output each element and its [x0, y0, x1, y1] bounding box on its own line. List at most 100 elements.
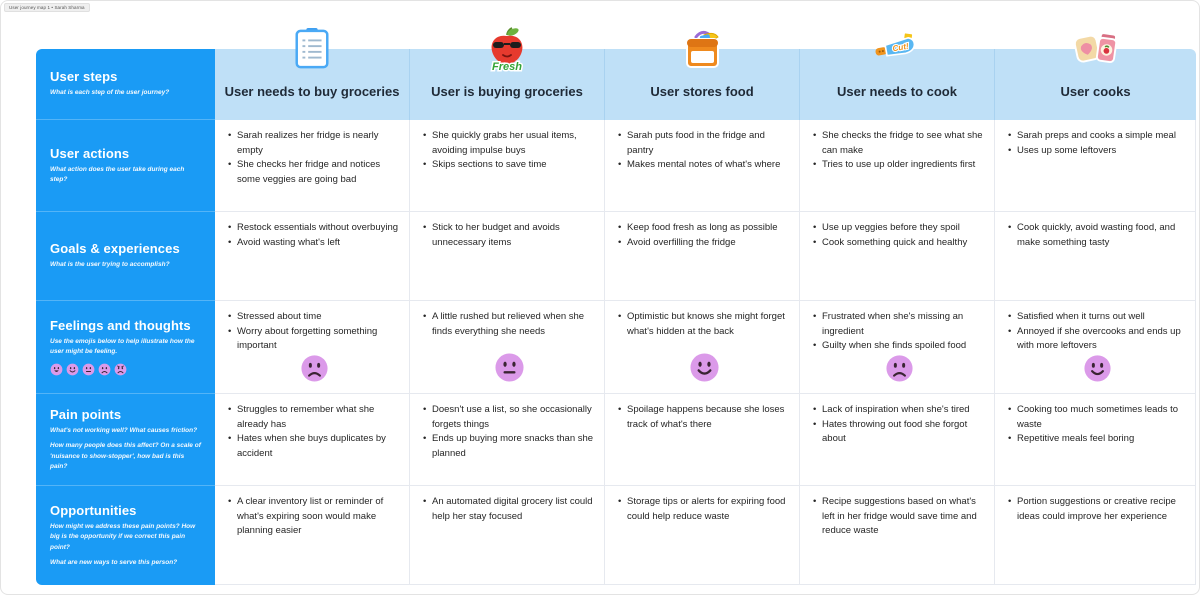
row-header-goals[interactable]: Goals & experiences What is the user try…: [36, 212, 215, 301]
mood-emoji-icon[interactable]: [494, 352, 525, 383]
bullet: Satisfied when it turns out well: [1007, 310, 1187, 325]
row-title: Feelings and thoughts: [50, 317, 191, 333]
row-subtitle: What's not working well? What causes fri…: [50, 427, 198, 435]
bullet: Guilty when she finds spoiled food: [812, 339, 986, 354]
mood-emoji-icon[interactable]: [689, 352, 720, 383]
grin-emoji-icon[interactable]: [50, 363, 63, 376]
cell-opps-5[interactable]: Portion suggestions or creative recipe i…: [995, 486, 1196, 585]
bullet: Sarah realizes her fridge is nearly empt…: [227, 129, 401, 158]
bullet: A little rushed but relieved when she fi…: [422, 310, 596, 339]
fresh-apple-sticker-icon[interactable]: Fresh: [484, 26, 530, 72]
board-title: User journey map 1 • Sarah Sharma: [9, 5, 85, 10]
bullet: Sarah puts food in the fridge and pantry: [617, 129, 791, 158]
column-step-label: User is buying groceries: [431, 84, 583, 99]
cell-opps-3[interactable]: Storage tips or alerts for expiring food…: [605, 486, 800, 585]
neutral-emoji-icon[interactable]: [82, 363, 95, 376]
cell-goals-4[interactable]: Use up veggies before they spoil Cook so…: [800, 212, 995, 301]
cell-feelings-3[interactable]: Optimistic but knows she might forget wh…: [605, 301, 800, 394]
column-step-label: User stores food: [650, 84, 754, 99]
bullet: Doesn't use a list, so she occasionally …: [422, 403, 596, 432]
cell-feelings-5[interactable]: Satisfied when it turns out well Annoyed…: [995, 301, 1196, 394]
bullet: Cook something quick and healthy: [812, 236, 986, 251]
cell-pain-3[interactable]: Spoilage happens because she loses track…: [605, 394, 800, 486]
row-header-feelings[interactable]: Feelings and thoughts Use the emojis bel…: [36, 301, 215, 394]
list-sticker-icon[interactable]: [289, 26, 335, 72]
cell-opps-1[interactable]: A clear inventory list or reminder of wh…: [215, 486, 410, 585]
mood-emoji-icon[interactable]: [1082, 354, 1113, 383]
row-header-opportunities[interactable]: Opportunities How might we address these…: [36, 486, 215, 585]
row-title: User steps: [50, 69, 118, 85]
bullet: A clear inventory list or reminder of wh…: [227, 495, 401, 539]
bullet: Recipe suggestions based on what's left …: [812, 495, 986, 539]
svg-text:Cut!: Cut!: [892, 42, 910, 54]
column-step-label: User needs to cook: [837, 84, 957, 99]
bullet: Hates throwing out food she forgot about: [812, 418, 986, 447]
cell-pain-4[interactable]: Lack of inspiration when she's tired Hat…: [800, 394, 995, 486]
cell-actions-3[interactable]: Sarah puts food in the fridge and pantry…: [605, 120, 800, 212]
bullet: Frustrated when she's missing an ingredi…: [812, 310, 986, 339]
column-header-1[interactable]: User needs to buy groceries: [215, 28, 410, 120]
bullet: Avoid wasting what's left: [227, 236, 401, 251]
grocery-bag-sticker-icon[interactable]: [679, 26, 725, 72]
bullet: Tries to use up older ingredients first: [812, 158, 986, 173]
cell-goals-2[interactable]: Stick to her budget and avoids unnecessa…: [410, 212, 605, 301]
cell-actions-2[interactable]: She quickly grabs her usual items, avoid…: [410, 120, 605, 212]
bullet: Avoid overfilling the fridge: [617, 236, 791, 251]
cell-actions-1[interactable]: Sarah realizes her fridge is nearly empt…: [215, 120, 410, 212]
row-header-pain-points[interactable]: Pain points What's not working well? Wha…: [36, 394, 215, 486]
mood-emoji-icon[interactable]: [299, 354, 330, 383]
cell-goals-3[interactable]: Keep food fresh as long as possible Avoi…: [605, 212, 800, 301]
smile-emoji-icon[interactable]: [66, 363, 79, 376]
bullet: Stressed about time: [227, 310, 401, 325]
row-subtitle: What action does the user take during ea…: [50, 165, 185, 183]
row-title: Opportunities: [50, 503, 137, 519]
column-header-2[interactable]: Fresh User is buying groceries: [410, 27, 605, 120]
bullet: Lack of inspiration when she's tired: [812, 403, 986, 418]
bullet: Portion suggestions or creative recipe i…: [1007, 495, 1187, 524]
angry-emoji-icon[interactable]: [114, 363, 127, 376]
bullet: Sarah preps and cooks a simple meal: [1007, 129, 1187, 144]
row-subtitle-2: How many people does this affect? On a s…: [50, 442, 201, 470]
cell-pain-1[interactable]: Struggles to remember what she already h…: [215, 394, 410, 486]
cell-opps-4[interactable]: Recipe suggestions based on what's left …: [800, 486, 995, 585]
cell-pain-2[interactable]: Doesn't use a list, so she occasionally …: [410, 394, 605, 486]
bullet: Keep food fresh as long as possible: [617, 221, 791, 236]
bullet: Struggles to remember what she already h…: [227, 403, 401, 432]
row-title: User actions: [50, 145, 130, 161]
row-title: Goals & experiences: [50, 241, 180, 257]
cell-actions-4[interactable]: She checks the fridge to see what she ca…: [800, 120, 995, 212]
cell-pain-5[interactable]: Cooking too much sometimes leads to wast…: [995, 394, 1196, 486]
column-header-4[interactable]: Cut! User needs to cook: [800, 33, 995, 120]
bullet: Makes mental notes of what's where: [617, 158, 791, 173]
bullet: Uses up some leftovers: [1007, 144, 1187, 159]
row-title: Pain points: [50, 407, 122, 423]
bullet: Skips sections to save time: [422, 158, 596, 173]
column-step-label: User cooks: [1060, 84, 1131, 99]
cell-goals-5[interactable]: Cook quickly, avoid wasting food, and ma…: [995, 212, 1196, 301]
row-header-user-actions[interactable]: User actions What action does the user t…: [36, 120, 215, 212]
bullet: Cooking too much sometimes leads to wast…: [1007, 403, 1187, 432]
board-title-chip[interactable]: User journey map 1 • Sarah Sharma: [4, 3, 90, 12]
bullet: Storage tips or alerts for expiring food…: [617, 495, 791, 524]
cell-opps-2[interactable]: An automated digital grocery list could …: [410, 486, 605, 585]
bullet: Stick to her budget and avoids unnecessa…: [422, 221, 596, 250]
toast-and-jam-sticker-icon[interactable]: [1073, 26, 1119, 72]
column-header-3[interactable]: User stores food: [605, 30, 800, 120]
column-header-5[interactable]: User cooks: [995, 34, 1196, 120]
cell-feelings-2[interactable]: A little rushed but relieved when she fi…: [410, 301, 605, 394]
cell-feelings-1[interactable]: Stressed about time Worry about forgetti…: [215, 301, 410, 394]
bullet: She checks her fridge and notices some v…: [227, 158, 401, 187]
mood-emoji-icon[interactable]: [884, 354, 915, 383]
row-header-user-steps[interactable]: User steps What is each step of the user…: [36, 49, 215, 120]
cut-knife-sticker-icon[interactable]: Cut!: [874, 26, 920, 72]
bullet: Use up veggies before they spoil: [812, 221, 986, 236]
bullet: She checks the fridge to see what she ca…: [812, 129, 986, 158]
bullet: Spoilage happens because she loses track…: [617, 403, 791, 432]
row-subtitle: Use the emojis below to help illustrate …: [50, 337, 195, 355]
sad-emoji-icon[interactable]: [98, 363, 111, 376]
cell-feelings-4[interactable]: Frustrated when she's missing an ingredi…: [800, 301, 995, 394]
row-subtitle-2: What are new ways to serve this person?: [50, 558, 178, 566]
bullet: An automated digital grocery list could …: [422, 495, 596, 524]
cell-actions-5[interactable]: Sarah preps and cooks a simple meal Uses…: [995, 120, 1196, 212]
cell-goals-1[interactable]: Restock essentials without overbuying Av…: [215, 212, 410, 301]
